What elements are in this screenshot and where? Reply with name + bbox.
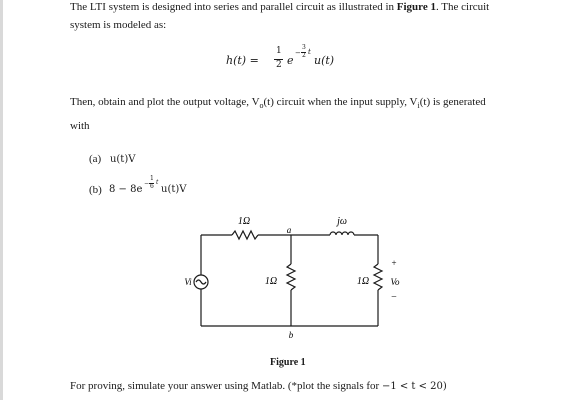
part-a: (a) u(t)V [89, 152, 135, 167]
task-line-1: Then, obtain and plot the output voltage… [70, 95, 486, 113]
shunt-resistor [285, 263, 297, 291]
equation-fraction-numerator: 1 [276, 46, 282, 56]
equation-fraction-bar [274, 59, 283, 60]
part-b: (b) 8 − 8e − 1 6 t u(t)V [89, 175, 229, 202]
node-b-label: b [289, 330, 294, 340]
node-a-label: a [287, 225, 292, 235]
part-b-exp-numerator: 1 [150, 175, 154, 182]
figure-caption: Figure 1 [270, 357, 306, 368]
source-label: Vi [184, 277, 192, 287]
task-subscript-o: o [259, 101, 264, 111]
equation-fraction-denominator: 2 [276, 60, 282, 70]
equation-exp-base: e [287, 54, 294, 67]
part-b-expression-suffix: u(t)V [161, 184, 187, 195]
equation-exp-numerator: 3 [302, 44, 306, 51]
part-b-label: (b) [89, 184, 102, 196]
source-sine-icon [195, 279, 207, 285]
page-edge [0, 0, 3, 400]
voltage-source [193, 274, 209, 290]
task-text-1: Then, obtain and plot the output voltage… [70, 96, 260, 108]
series-resistor-label: 1Ω [238, 216, 250, 227]
output-resistor [372, 263, 384, 291]
intro-text-part-1: The LTI system is designed into series a… [70, 1, 397, 13]
part-b-expression-prefix: 8 − 8e [109, 184, 143, 195]
equation-step: u(t) [314, 54, 335, 67]
figure-reference: Figure 1 [396, 1, 436, 13]
shunt-resistor-label: 1Ω [265, 276, 277, 287]
output-plus-label: + [391, 258, 396, 268]
task-subscript-i: i [417, 101, 420, 111]
task-text-3: (t) is generated [419, 96, 486, 108]
output-voltage-label: Vo [391, 277, 401, 287]
task-line-2: with [70, 120, 90, 132]
output-minus-label: − [391, 292, 397, 303]
equation-exp-bar [301, 52, 306, 53]
part-b-exp-bar [149, 183, 154, 184]
part-b-exp-sign: − [144, 180, 150, 187]
output-resistor-label: 1Ω [357, 276, 369, 287]
intro-line-1: The LTI system is designed into series a… [70, 0, 489, 14]
series-resistor [231, 229, 259, 241]
part-b-exp-denominator: 6 [150, 183, 154, 190]
intro-line-2: system is modeled as: [70, 19, 167, 31]
equation-exp-sign: − [295, 49, 301, 57]
inductor [329, 231, 355, 236]
footer-range: −1 < t < 20) [381, 381, 447, 392]
equation-exp-variable: t [308, 48, 311, 56]
part-a-expression: u(t)V [109, 154, 136, 165]
intro-text-part-2: . The circuit [435, 1, 490, 13]
footer-line: For proving, simulate your answer using … [70, 379, 447, 394]
equation-lhs: h(t) = [226, 54, 259, 67]
equation-exp-denominator: 2 [302, 52, 306, 59]
part-a-label: (a) [89, 153, 102, 165]
inductor-label: jω [335, 216, 347, 227]
footer-text: For proving, simulate your answer using … [70, 380, 382, 392]
task-text-2: (t) circuit when the input supply, V [263, 96, 418, 108]
part-b-exp-variable: t [156, 179, 159, 186]
impulse-response-equation: h(t) = 1 2 e − 3 2 t u(t) [226, 44, 386, 80]
